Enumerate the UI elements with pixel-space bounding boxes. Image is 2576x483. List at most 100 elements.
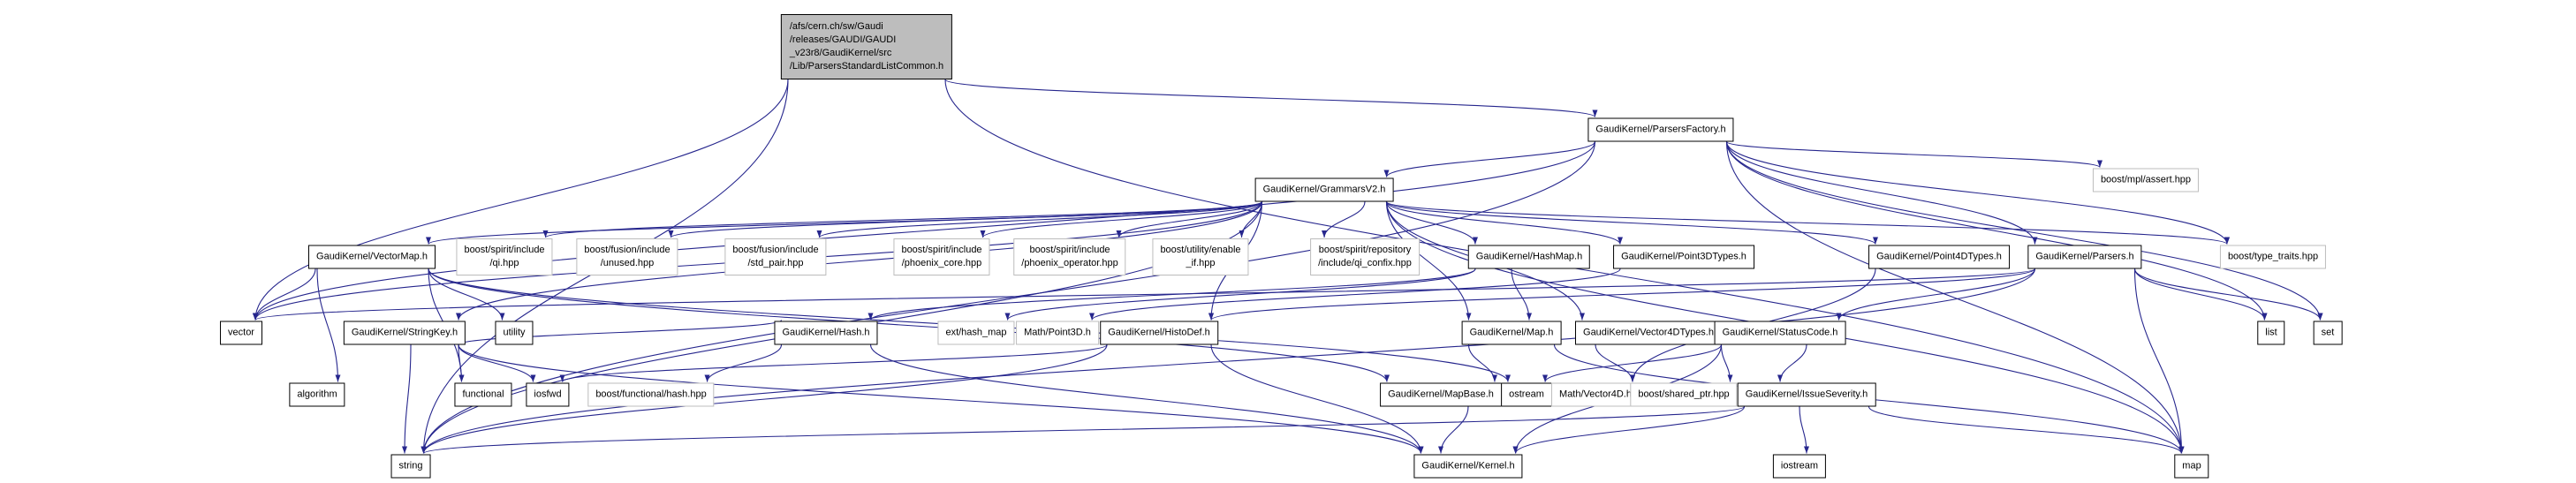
- edge-vectormap-utility: [428, 268, 505, 321]
- node-label: utility: [503, 327, 526, 338]
- edge-root-vector: [253, 79, 789, 321]
- edge-parsersfactory-grammarsv2: [1383, 141, 1596, 177]
- node-stringkey[interactable]: GaudiKernel/StringKey.h: [343, 321, 466, 345]
- node-label: /include/qi_confix.hpp: [1318, 258, 1412, 268]
- edge-parsers-statuscode: [1836, 268, 2036, 321]
- node-label: GaudiKernel/IssueSeverity.h: [1745, 389, 1868, 400]
- node-grammarsv2[interactable]: GaudiKernel/GrammarsV2.h: [1254, 177, 1394, 202]
- node-issueseverity[interactable]: GaudiKernel/IssueSeverity.h: [1737, 382, 1876, 407]
- node-label: boost/mpl/assert.hpp: [2100, 174, 2192, 185]
- edge-grammarsv2-type_traits: [1385, 201, 2230, 245]
- node-functional: functional: [454, 382, 512, 407]
- node-unused_hpp: boost/fusion/include/unused.hpp: [576, 238, 678, 275]
- node-iostream: iostream: [1772, 454, 1827, 479]
- edge-parsersfactory-string: [420, 141, 1596, 454]
- edge-grammarsv2-point3dtypes: [1385, 201, 1623, 245]
- edge-grammarsv2-phoenix_operator: [1116, 201, 1263, 238]
- node-label: _if.hpp: [1186, 258, 1216, 268]
- edge-grammarsv2-vectormap: [426, 201, 1263, 245]
- node-phoenix_operator: boost/spirit/include/phoenix_operator.hp…: [1013, 238, 1126, 275]
- node-parsers[interactable]: GaudiKernel/Parsers.h: [2027, 245, 2142, 269]
- node-label: /unused.hpp: [600, 258, 655, 268]
- node-string: string: [390, 454, 431, 479]
- node-point3dtypes[interactable]: GaudiKernel/Point3DTypes.h: [1613, 245, 1754, 269]
- edge-grammarsv2-phoenix_core: [980, 201, 1263, 238]
- edge-grammarsv2-unused_hpp: [668, 201, 1263, 238]
- edge-statuscode-issueseverity: [1777, 344, 1807, 382]
- edge-grammarsv2-point4dtypes: [1385, 201, 1878, 245]
- edge-hashmap-hash: [868, 268, 1476, 321]
- edge-hash-kernel: [869, 344, 1424, 454]
- node-gaudi_map[interactable]: GaudiKernel/Map.h: [1461, 321, 1562, 345]
- node-label: iostream: [1780, 460, 1819, 472]
- node-ext_hash_map: ext/hash_map: [937, 321, 1015, 345]
- node-set: set: [2313, 321, 2343, 345]
- node-label: list: [2265, 327, 2277, 338]
- node-utility: utility: [495, 321, 534, 345]
- node-map: map: [2174, 454, 2209, 479]
- node-label: boost/functional/hash.hpp: [595, 389, 707, 400]
- node-label: boost/spirit/include: [464, 245, 545, 255]
- edge-parsers-vector: [253, 268, 2036, 321]
- node-label: boost/shared_ptr.hpp: [1638, 389, 1730, 400]
- node-hashmap[interactable]: GaudiKernel/HashMap.h: [1467, 245, 1591, 269]
- node-std_pair_hpp: boost/fusion/include/std_pair.hpp: [724, 238, 827, 275]
- node-label: GaudiKernel/HashMap.h: [1475, 251, 1583, 262]
- edge-histodef-iosfwd: [559, 344, 1108, 382]
- node-label: GaudiKernel/Point3DTypes.h: [1621, 251, 1746, 262]
- node-kernel[interactable]: GaudiKernel/Kernel.h: [1413, 454, 1523, 479]
- edge-grammarsv2-qi_confix: [1322, 201, 1366, 238]
- edge-parsers-map: [2133, 268, 2185, 454]
- node-root: /afs/cern.ch/sw/Gaudi/releases/GAUDI/GAU…: [780, 14, 953, 79]
- node-label: GaudiKernel/HistoDef.h: [1108, 327, 1210, 338]
- node-ostream: ostream: [1501, 382, 1552, 407]
- node-label: functional: [462, 389, 504, 400]
- node-hash[interactable]: GaudiKernel/Hash.h: [774, 321, 878, 345]
- node-label: GaudiKernel/GrammarsV2.h: [1262, 184, 1386, 195]
- edge-grammarsv2-qi_hpp: [542, 201, 1263, 238]
- node-iosfwd: iosfwd: [526, 382, 570, 407]
- node-label: GaudiKernel/StringKey.h: [351, 327, 458, 338]
- node-label: algorithm: [297, 389, 337, 400]
- node-mapbase[interactable]: GaudiKernel/MapBase.h: [1380, 382, 1502, 407]
- edge-stringkey-string: [402, 344, 412, 454]
- edge-mapbase-kernel: [1438, 406, 1469, 454]
- edge-issueseverity-kernel: [1512, 406, 1746, 454]
- edge-issueseverity-iostream: [1799, 406, 1809, 454]
- node-label: Math/Vector4D.h: [1559, 389, 1632, 400]
- node-vector: vector: [220, 321, 262, 345]
- edge-parsers-histodef: [1208, 268, 2036, 321]
- node-statuscode[interactable]: GaudiKernel/StatusCode.h: [1714, 321, 1846, 345]
- node-qi_hpp: boost/spirit/include/qi.hpp: [456, 238, 553, 275]
- node-parsersfactory[interactable]: GaudiKernel/ParsersFactory.h: [1587, 117, 1734, 142]
- edge-parsers-list: [2133, 268, 2268, 321]
- node-vector4dtypes[interactable]: GaudiKernel/Vector4DTypes.h: [1575, 321, 1722, 345]
- node-label: boost/spirit/include: [1029, 245, 1110, 255]
- node-label: boost/type_traits.hpp: [2227, 251, 2319, 262]
- node-histodef[interactable]: GaudiKernel/HistoDef.h: [1100, 321, 1218, 345]
- edge-point3dtypes-math_point3d: [1089, 268, 1621, 321]
- node-label: Math/Point3D.h: [1024, 327, 1091, 338]
- edge-hash-boost_hash: [704, 344, 783, 382]
- node-type_traits: boost/type_traits.hpp: [2219, 245, 2327, 269]
- node-vectormap[interactable]: GaudiKernel/VectorMap.h: [308, 245, 436, 269]
- node-label: /Lib/ParsersStandardListCommon.h: [789, 61, 944, 72]
- edge-vectormap-vector: [253, 268, 316, 321]
- node-enable_if: boost/utility/enable_if.hpp: [1152, 238, 1249, 275]
- node-label: map: [2182, 460, 2201, 472]
- edge-stringkey-functional: [458, 344, 465, 382]
- edge-vectormap-algorithm: [316, 268, 341, 382]
- node-point4dtypes[interactable]: GaudiKernel/Point4DTypes.h: [1868, 245, 2010, 269]
- node-label: /qi.hpp: [489, 258, 519, 268]
- edge-parsersfactory-type_traits: [1725, 141, 2230, 245]
- node-label: GaudiKernel/Kernel.h: [1421, 460, 1515, 472]
- node-label: set: [2321, 327, 2335, 338]
- edge-hashmap-ext_hash_map: [1004, 268, 1476, 321]
- edge-parsersfactory-mpl_assert: [1725, 140, 2102, 169]
- node-label: vector: [228, 327, 254, 338]
- node-label: GaudiKernel/Vector4DTypes.h: [1583, 327, 1714, 338]
- node-label: GaudiKernel/Point4DTypes.h: [1876, 251, 2002, 262]
- edge-hashmap-gaudi_map: [1511, 268, 1532, 321]
